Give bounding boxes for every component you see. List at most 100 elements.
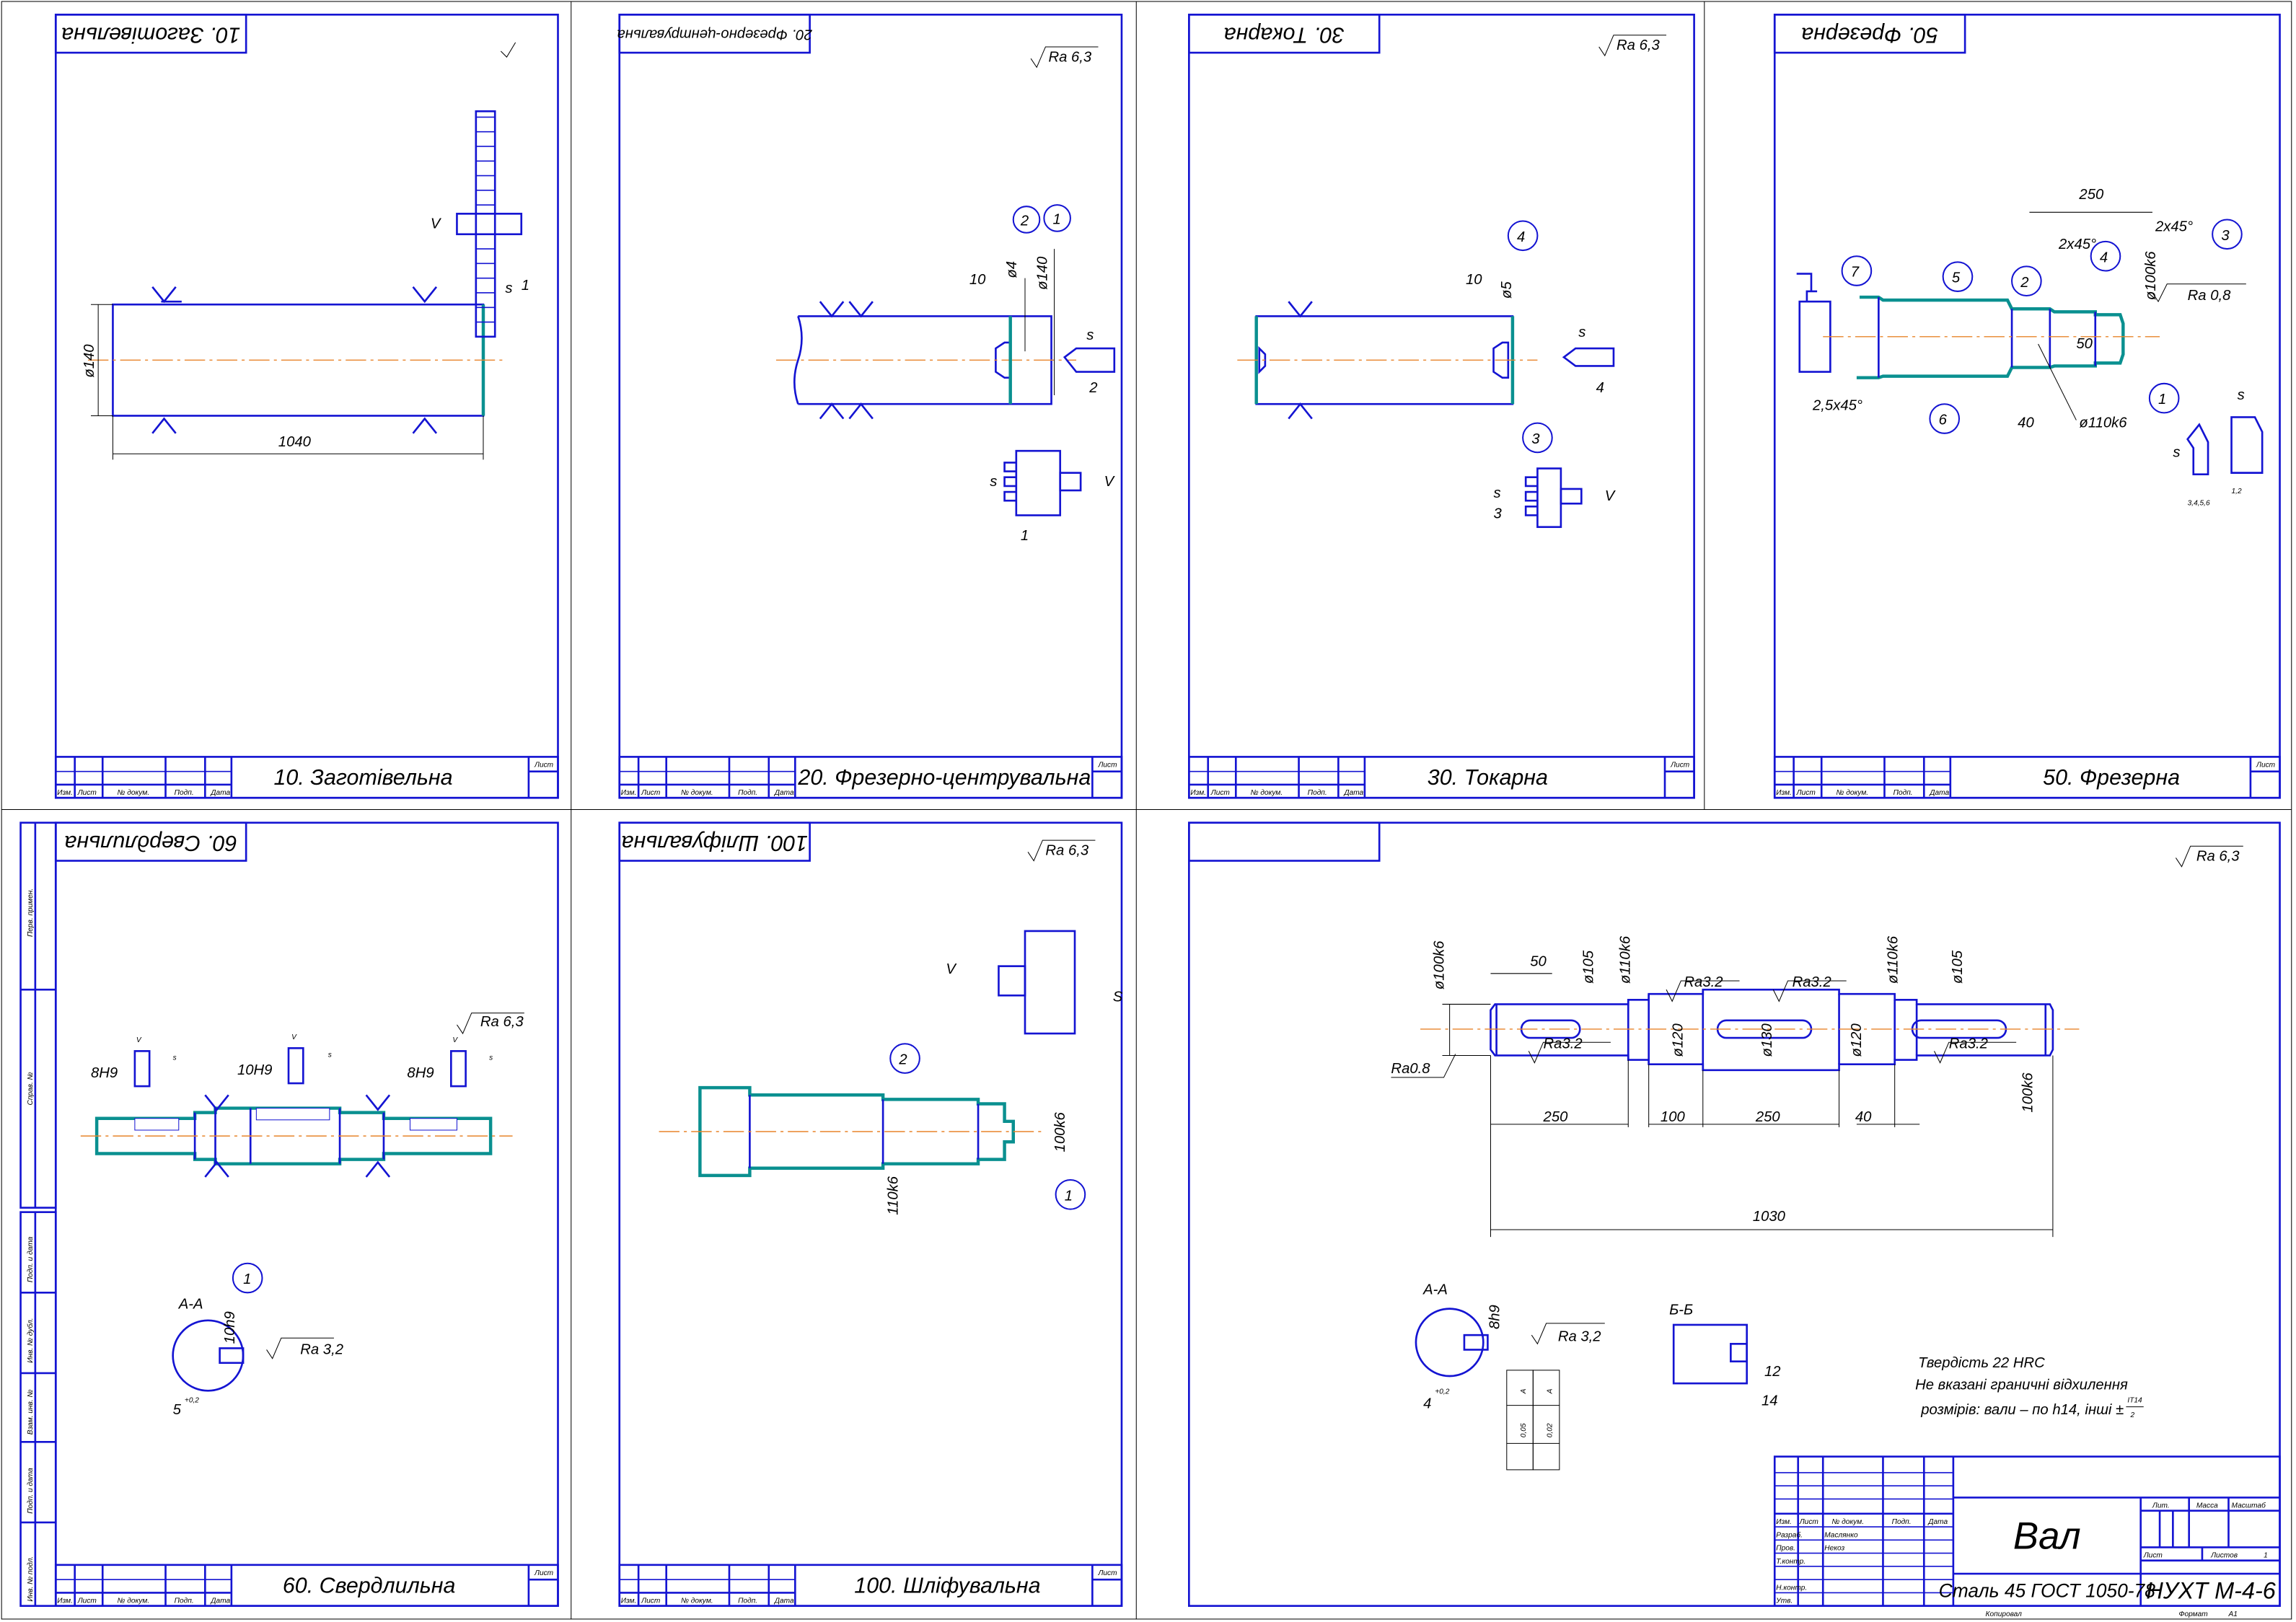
callout-circle [1841,255,1873,286]
drawing-label: 1 [1021,528,1029,544]
drawing-label: A [1520,1388,1528,1394]
drawing-line [1878,297,2097,378]
drawing-label: Масса [2196,1502,2218,1510]
drawing-label: A [1547,1388,1554,1394]
section-a-a: А-А 8h9 Ra 3,2 4+0,2 0,05 A 0,02 A [1415,1282,1605,1471]
section-b-b: Б-Б 12 14 [1669,1303,1780,1409]
part-name: Вал [2013,1515,2081,1558]
callout-circle [1043,204,1071,232]
drawing-label: Лист [641,1597,660,1605]
drawing-label: 2x45° [2058,237,2096,252]
drawing-line [1288,301,1313,420]
drawing-label: s [990,474,997,490]
milling-cutter [1015,449,1062,516]
callout-circle [2090,240,2121,272]
drawing-label: Не вказані граничні відхилення [1915,1377,2128,1393]
drawing-label: 2 [1020,213,1029,229]
drawing-label: A1 [2227,1610,2237,1618]
drawing-label: V [1104,474,1116,490]
drawing-label: Перв. примен. [27,889,35,937]
drawing-label: Дата [210,1597,230,1605]
drawing-label: 100 [1661,1109,1686,1125]
drawing-label: ø110k6 [1617,935,1633,984]
drawing-label: 3 [1531,431,1540,447]
drawing-label: V [1605,488,1617,504]
drawing-line [1258,341,1510,379]
drawing-label: 5 [1952,270,1961,286]
drawing-label: s [173,1054,177,1062]
drawing-label: № докум. [1831,1518,1864,1526]
drawing-line [457,1013,524,1035]
drawing-label: Лист [534,1569,553,1577]
drawing-label: Изм. [57,1597,73,1605]
drawing-label: Дата [1343,789,1363,797]
drawing-label: 2 [1088,380,1097,396]
main-title-block: Изм.Лист № докум.Подп. Дата Разраб.Масля… [1773,1455,2281,1618]
drawing-label: 8H9 [91,1065,118,1081]
drawing-box [1059,472,1082,492]
drawing-label: Ra 3,2 [1558,1328,1601,1344]
drawing-label: V [136,1036,142,1044]
drawing-label: Ra3.2 [1949,1036,1988,1052]
sheet-title: 30. Токарна [1428,765,1548,790]
drawing-label: IT14 [2127,1397,2142,1405]
drawing-label: Подп. [1892,1518,1912,1526]
drawing-label: 100k6 [1052,1111,1068,1152]
callout-circle [1522,422,1553,454]
drawing-label: Лист [1670,762,1689,770]
drawing-label: Лист [77,789,97,797]
callout-circle [2148,382,2180,414]
drawing-label: Ra3.2 [1684,974,1723,990]
drawing-label: 2x45° [2155,219,2193,235]
drawing-label: V [946,961,957,977]
drawing-box [287,1047,304,1085]
drawing-label: Пров. [1776,1545,1795,1553]
center-drill-tool [1063,347,1116,373]
drawing-line [2175,845,2243,868]
drawing-label: Подп. [738,1597,757,1605]
drawing-label: 5 [173,1402,182,1418]
drawing-line [1027,839,1096,862]
drawing-box [54,756,559,799]
drawing-box [1188,821,1381,862]
drawing-box [1672,1323,1749,1385]
drawing-label: Подп. и дата [27,1236,35,1282]
drawing-label: Лист [1097,1569,1117,1577]
drawing-label: V [291,1033,297,1041]
drawing-line [1030,46,1099,69]
drawing-label: Лист [2143,1552,2163,1560]
callout-circle [1055,1178,1086,1210]
drawing-label: 50 [1530,954,1547,970]
drawing-box [1730,1343,1749,1363]
drawing-label: s [1578,325,1585,340]
sheet-header: 50. Фрезерна [1801,23,1938,48]
drawing-label: Лист [1799,1518,1818,1526]
drawing-box [450,1050,467,1088]
drawing-label: Дата [1929,789,1949,797]
drawing-label: А-А [1422,1282,1448,1297]
sheet-50-frezerna: 50. Фрезерна Изм.Лист № докум.Подп. Дата… [1773,13,2281,799]
drawing-box [255,1108,330,1121]
drawing-label: Ra 6,3 [1045,842,1088,858]
saw-cutter [475,110,496,338]
drawing-label: 0,02 [1547,1423,1554,1437]
drawing-label: 1 [1065,1188,1073,1204]
drawing-label: 2 [898,1052,907,1068]
drawing-label: № докум. [118,789,150,797]
drawing-code: НУХТ М-4-6 [2146,1578,2276,1604]
drawing-label: 250 [1543,1109,1569,1125]
drawing-label: Ra 6,3 [480,1014,524,1030]
drawing-box [1773,13,1966,54]
drawing-label: ø5 [1499,281,1515,299]
sheet-title: 60. Свердлильна [283,1573,456,1597]
drawing-label: 4 [1517,229,1525,245]
drawing-label: 8H9 [407,1065,434,1081]
drawing-label: Ra 6,3 [2196,849,2240,865]
drawing-line [1524,476,1538,516]
drawing-label: s [1086,327,1094,343]
drawing-line [1391,980,2017,1078]
sheet-100-shlifuvalna: 100. Шліфувальна Изм.Лист № докум.Подп. … [618,821,1123,1607]
callout-circle [2212,219,2243,250]
